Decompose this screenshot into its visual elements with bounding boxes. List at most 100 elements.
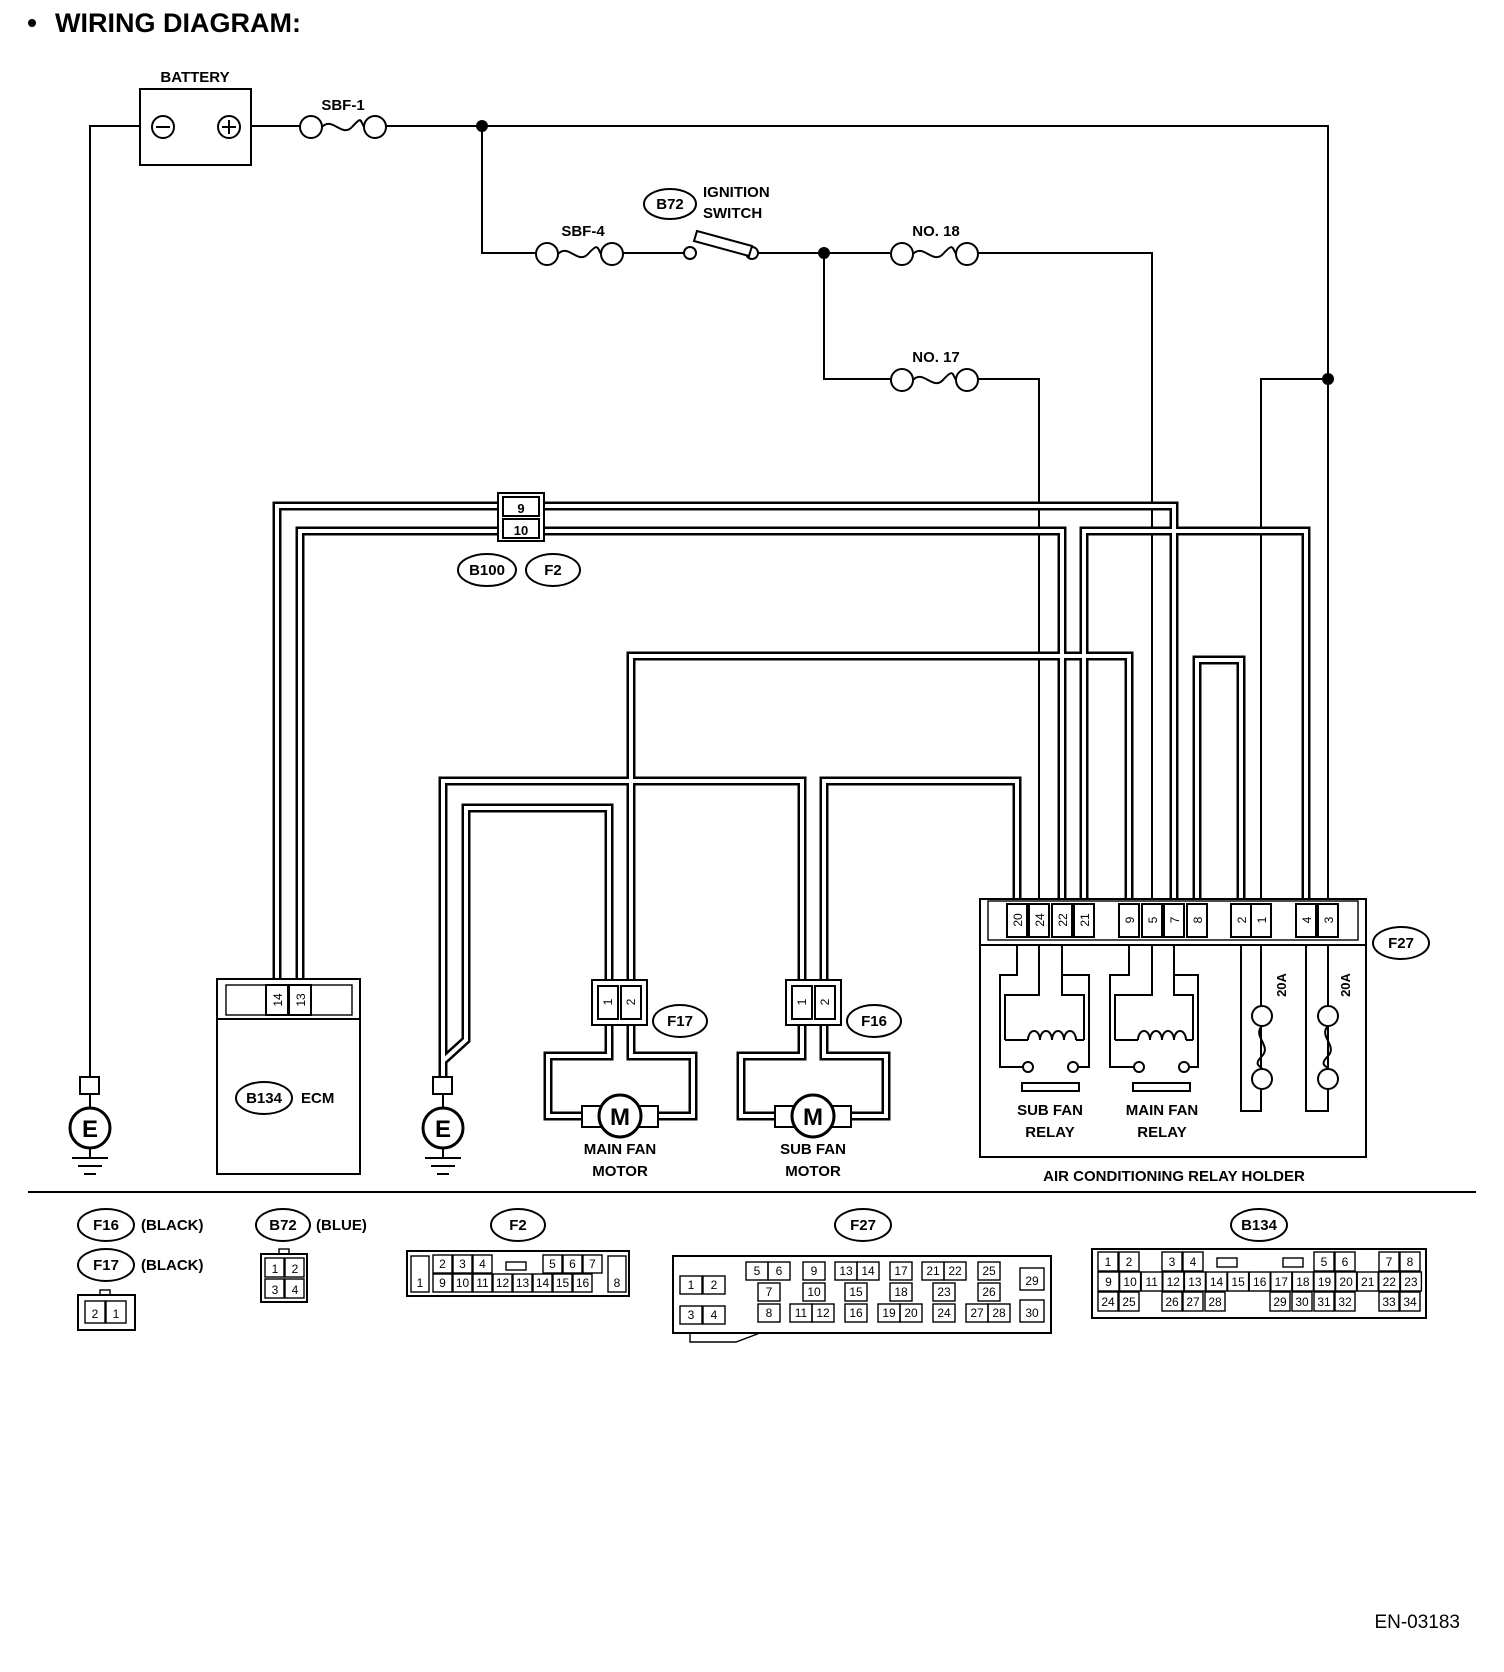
connector-pin: 1: [1255, 916, 1269, 923]
ecm: 14 13 B134 ECM: [216, 978, 361, 1175]
connector-pin: 15: [556, 1276, 570, 1290]
connector-pin: 1: [795, 998, 809, 1005]
connector-pin: 19: [882, 1306, 896, 1320]
connector-pin: 11: [476, 1276, 489, 1290]
connector-pin: 4: [711, 1308, 718, 1322]
main-fan-relay-label-2: RELAY: [1137, 1124, 1186, 1141]
connector-pin: 13: [1188, 1275, 1202, 1289]
fuse-sbf4-label: SBF-4: [561, 223, 605, 240]
fuse-sbf1-label: SBF-1: [321, 97, 364, 114]
legend-f27-code: F27: [850, 1217, 876, 1234]
connector-pin: 15: [1231, 1275, 1245, 1289]
connector-pin: 17: [894, 1264, 908, 1278]
fuse-link-icon: [912, 246, 957, 259]
page-title: WIRING DIAGRAM:: [55, 8, 301, 38]
main-fan-relay-label-1: MAIN FAN: [1126, 1102, 1199, 1119]
connector-pin: 32: [1338, 1295, 1352, 1309]
main-fan-relay: MAIN FAN RELAY: [1109, 945, 1199, 1141]
legend-f17-code: F17: [93, 1257, 119, 1274]
legend-f17-color: (BLACK): [141, 1257, 203, 1274]
fuse-20a-label: 20A: [1274, 972, 1289, 996]
connector-pin: 3: [1169, 1255, 1176, 1269]
connector-pin: 5: [1146, 916, 1160, 923]
sub-fan-relay-label-1: SUB FAN: [1017, 1102, 1083, 1119]
connector-pin: 1: [417, 1276, 424, 1290]
connector-pin: 25: [982, 1264, 996, 1278]
connector-f17: 1 2 F17: [591, 979, 708, 1038]
battery-minus-icon: [151, 115, 175, 139]
connector-pin: 2: [92, 1307, 99, 1321]
connector-pin: 8: [614, 1276, 621, 1290]
connector-pin: 1: [601, 998, 615, 1005]
wire-bplus-pin1: [1260, 378, 1328, 908]
relay-contact-icon: [1132, 1082, 1191, 1092]
connector-pin: 34: [1403, 1295, 1417, 1309]
wire-main-bplus: [386, 125, 1329, 908]
connector-pin: 19: [1318, 1275, 1332, 1289]
wire-no17-pin20: [976, 378, 1040, 908]
battery-plus-icon: [217, 115, 241, 139]
fuse-no17-label: NO. 17: [912, 349, 960, 366]
legend-b72-color: (BLUE): [316, 1217, 367, 1234]
fuse-sbf1: SBF-1: [299, 97, 387, 139]
connector-pin: 10: [456, 1276, 470, 1290]
fuse-no18-label: NO. 18: [912, 223, 960, 240]
connector-pin: 5: [1321, 1255, 1328, 1269]
fuse-20a-label: 20A: [1338, 972, 1353, 996]
legend-b134-code: B134: [1241, 1217, 1278, 1234]
fuse-no18: NO. 18: [890, 223, 979, 266]
ignition-switch-label-2: SWITCH: [703, 205, 762, 222]
ground-symbol: E: [82, 1116, 98, 1143]
legend-b72-code: B72: [269, 1217, 297, 1234]
connector-pin: 2: [1126, 1255, 1133, 1269]
connector-pin: 4: [1300, 916, 1314, 923]
connector-legend: F16 (BLACK) F17 (BLACK) 2 1 B72 (BLUE) 1…: [77, 1208, 1427, 1343]
ignition-switch-label-1: IGNITION: [703, 184, 770, 201]
legend-f16-color: (BLACK): [141, 1217, 203, 1234]
motor-icon: [790, 1093, 836, 1139]
connector-code-b100: B100: [469, 562, 505, 579]
title-bullet: [28, 19, 36, 27]
connector-pin: 10: [514, 523, 528, 538]
connector-pin: 23: [1404, 1275, 1418, 1289]
connector-pin: 2: [1235, 916, 1249, 923]
relay-holder-body: [979, 898, 1367, 1158]
connector-pin: 33: [1382, 1295, 1396, 1309]
relay-coil-icon: [1027, 1030, 1077, 1041]
connector-pin: 2: [439, 1257, 446, 1271]
main-fan-motor-label-2: MOTOR: [592, 1163, 648, 1180]
connector-pin: 4: [1190, 1255, 1197, 1269]
connector-pin: 24: [937, 1306, 951, 1320]
ecm-label: ECM: [301, 1090, 334, 1107]
connector-pin: 16: [576, 1276, 590, 1290]
junction-dot: [1322, 373, 1334, 385]
motor-icon: [597, 1093, 643, 1139]
connector-pin: 8: [766, 1306, 773, 1320]
connector-pin: 24: [1101, 1295, 1115, 1309]
connector-code-f16: F16: [861, 1013, 887, 1030]
connector-pin: 7: [1386, 1255, 1393, 1269]
connector-pin: 13: [516, 1276, 530, 1290]
connector-pin: 21: [1361, 1275, 1375, 1289]
connector-pin: 5: [754, 1264, 761, 1278]
ignition-switch: B72 IGNITION SWITCH: [643, 184, 770, 260]
motor-symbol: M: [610, 1104, 630, 1131]
connector-pin: 13: [839, 1264, 853, 1278]
connector-pin: 10: [1123, 1275, 1137, 1289]
heavy-wire-cores: [275, 504, 1308, 1118]
connector-pin: 24: [1033, 913, 1047, 927]
connector-pin: 12: [1167, 1275, 1181, 1289]
connector-pin: 6: [569, 1257, 576, 1271]
connector-pin: 21: [926, 1264, 940, 1278]
battery: BATTERY: [139, 69, 252, 166]
fuse-link-icon: [1256, 1025, 1266, 1070]
connector-pin: 20: [904, 1306, 918, 1320]
connector-pin: 1: [113, 1307, 120, 1321]
motor-symbol: M: [803, 1104, 823, 1131]
relay-holder-label: AIR CONDITIONING RELAY HOLDER: [1043, 1168, 1305, 1185]
connector-pin: 1: [688, 1278, 695, 1292]
